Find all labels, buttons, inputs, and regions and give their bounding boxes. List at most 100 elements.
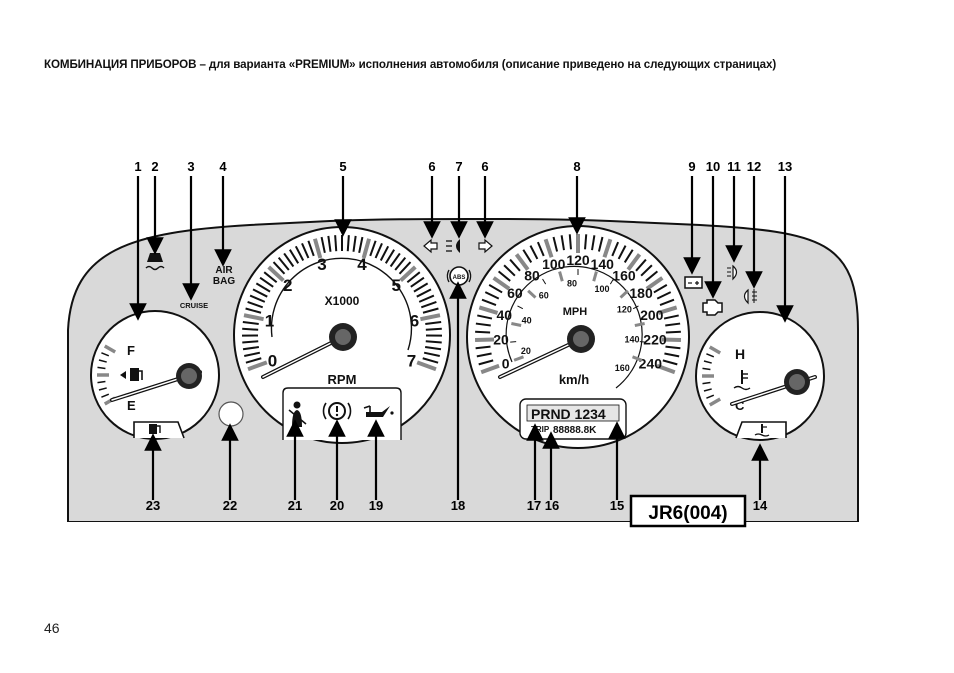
speedometer-mph-label: 160	[615, 363, 630, 373]
tachometer-tick-label: 6	[410, 311, 419, 330]
tachometer-tick	[267, 265, 285, 283]
fuel-gauge-tick	[101, 393, 110, 398]
tachometer-tick	[252, 288, 268, 298]
speedometer-tick	[481, 298, 497, 307]
tachometer-tick	[242, 320, 259, 326]
speedometer-mph-unit: MPH	[563, 306, 588, 318]
speedometer-tick	[635, 258, 647, 272]
front-fog-light-icon	[727, 264, 738, 281]
tachometer-tick	[413, 282, 429, 293]
speedometer-tick	[645, 276, 664, 291]
speedometer-tick	[503, 264, 516, 277]
callout-19: 19	[369, 498, 383, 513]
battery-warning-icon	[684, 276, 703, 289]
tachometer-tick	[307, 240, 315, 257]
speedometer-tick	[665, 322, 681, 327]
speedometer-tick	[475, 322, 491, 327]
tachometer-tick	[312, 238, 323, 259]
speedometer-tick	[476, 352, 492, 358]
speedometer-mph-tick	[511, 322, 522, 327]
speedometer-tick	[602, 238, 613, 258]
fuel-full-label: F	[127, 343, 135, 358]
airbag-indicator-line2: BAG	[213, 276, 235, 287]
coolant-warning-icon	[754, 424, 770, 437]
tachometer-tick	[283, 252, 295, 268]
tachometer-tick-label: 2	[283, 276, 292, 295]
speedometer-tick	[623, 249, 634, 263]
speedometer-tick-label: 120	[566, 252, 590, 268]
speedometer-tick-label: 0	[502, 355, 510, 371]
speedometer-tick	[591, 235, 596, 251]
tachometer-tick-label: 4	[357, 255, 367, 274]
callout-8: 8	[573, 159, 580, 174]
temp-gauge-tick	[708, 397, 722, 407]
callout-18: 18	[451, 498, 465, 513]
callout-6-left: 6	[428, 159, 435, 174]
tachometer-tick	[361, 238, 372, 259]
tachometer-tick	[416, 360, 437, 372]
tachometer-tick	[422, 307, 439, 314]
speedometer-tick	[568, 234, 572, 250]
speedometer-tick	[522, 249, 533, 263]
tachometer-unit: RPM	[328, 372, 357, 387]
callout-15: 15	[610, 498, 624, 513]
speedometer-mph-label: 60	[539, 290, 549, 300]
speedometer-mph-tick	[542, 278, 547, 285]
check-engine-icon	[702, 299, 723, 316]
speedometer-tick	[656, 363, 676, 375]
fuel-pump-icon	[120, 368, 143, 381]
tachometer-tick	[425, 327, 442, 331]
airbag-indicator-line1: AIR	[215, 265, 233, 276]
speedometer-tick	[552, 236, 559, 252]
speedometer-tick	[665, 330, 681, 334]
speedometer-tick	[640, 264, 653, 277]
tachometer-tick	[389, 252, 401, 268]
speedometer-tick-label: 240	[639, 355, 663, 371]
tachometer-tick	[244, 351, 261, 358]
speedometer-tick	[584, 234, 588, 250]
tachometer-tick	[277, 256, 290, 271]
speedometer-mph-tick	[558, 271, 564, 282]
tachometer-tick	[272, 261, 286, 275]
speedometer-kmh-unit: km/h	[559, 372, 589, 387]
tachometer-tick	[242, 327, 259, 331]
traction-control-icon	[145, 253, 165, 271]
headlight-indicator-icon	[446, 239, 460, 253]
speedometer-mph-tick	[619, 289, 629, 299]
tachometer-tick	[320, 236, 326, 253]
tachometer-tick	[423, 351, 440, 358]
callout-arrows	[129, 176, 794, 500]
speedometer-tick	[514, 253, 530, 271]
figure-code-box: JR6(004)	[629, 494, 747, 528]
callout-5: 5	[339, 159, 346, 174]
speedometer-mph-tick	[513, 355, 525, 362]
tachometer-tick	[374, 242, 383, 259]
tachometer-tick	[334, 235, 338, 252]
tachometer-tick	[425, 340, 442, 344]
speedometer-tick-label: 20	[493, 331, 509, 347]
speedometer-tick	[657, 305, 678, 315]
speedometer-tick	[626, 253, 642, 271]
temp-cold-label: C	[735, 398, 745, 413]
coolant-temperature-icon	[733, 370, 751, 391]
speedometer-tick	[477, 314, 493, 320]
figure-code: JR6(004)	[648, 503, 727, 524]
tachometer-tick	[247, 301, 264, 309]
speedometer-tick-label: 140	[591, 256, 615, 272]
speedometer-mph-label: 100	[595, 284, 610, 294]
brake-warning-icon	[322, 402, 352, 420]
speedometer-tick	[653, 283, 668, 294]
tachometer-tick	[346, 235, 350, 252]
page-heading: КОМБИНАЦИЯ ПРИБОРОВ – для варианта «PREM…	[44, 58, 777, 71]
tachometer-tick	[294, 245, 305, 261]
speedometer-mph-label: 40	[522, 316, 532, 326]
callout-7: 7	[455, 159, 462, 174]
speedometer-tick-label: 200	[640, 307, 664, 323]
page-number: 46	[44, 620, 60, 636]
abs-warning-icon: ABS	[446, 266, 472, 286]
speedometer-tick	[475, 345, 491, 350]
speedometer-mph-tick	[517, 305, 524, 310]
